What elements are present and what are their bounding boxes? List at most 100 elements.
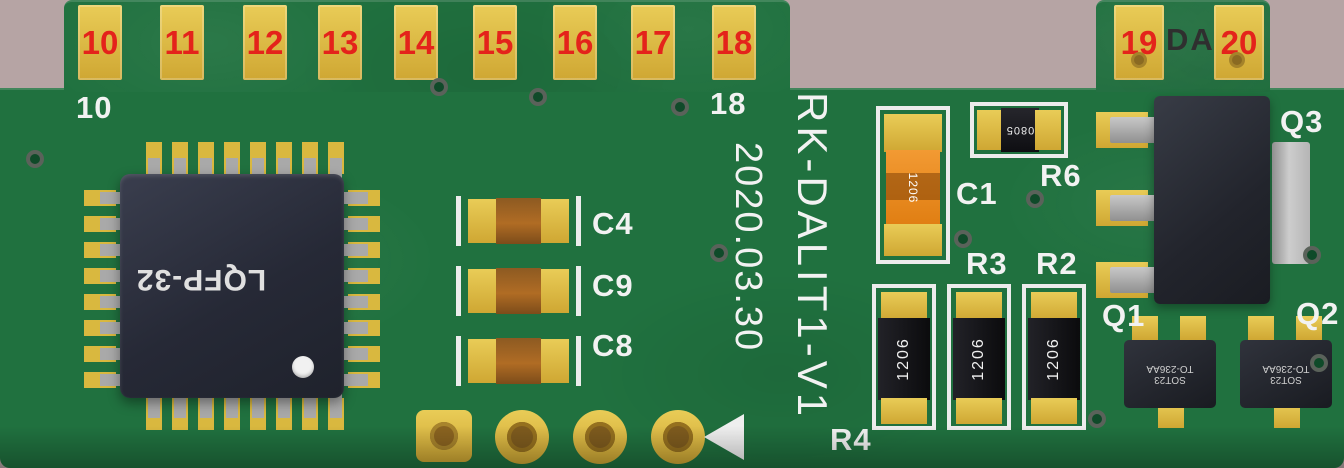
edge-pad-12: 12 [243, 5, 287, 80]
cap-body [496, 198, 541, 244]
cap-pad [468, 269, 498, 313]
pad-20-hole [1229, 52, 1245, 68]
resistor-r4-body-group: 1206 [872, 284, 936, 430]
ref-label-q1: Q1 [1102, 298, 1146, 333]
r6-body: 0805 [1001, 108, 1039, 152]
square-pad [416, 410, 472, 462]
silk-da-label: DA [1166, 22, 1215, 57]
edge-pad-11-number: 11 [164, 23, 200, 61]
edge-pad-15-number: 15 [476, 23, 514, 61]
q1-pad [1132, 316, 1158, 340]
res-pad [956, 292, 1002, 320]
ref-label-q3: Q3 [1280, 104, 1324, 139]
silk-bar [576, 196, 581, 246]
cap-body [496, 268, 541, 314]
q3-lead [1110, 117, 1156, 143]
res-marking: 1206 [895, 337, 912, 381]
via [1303, 246, 1321, 264]
pad-hole [585, 422, 615, 452]
q1-marking: SOT23 TO-236AA [1146, 363, 1193, 385]
q2-marking-line2: TO-236AA [1262, 363, 1310, 374]
silk-board-model: RK-DALIT1-V1 [789, 92, 836, 421]
q1-pad [1180, 316, 1206, 340]
ref-label-c9: C9 [592, 268, 634, 303]
edge-pad-19: 19 [1114, 5, 1164, 80]
capacitor-c1: 1206 [876, 106, 950, 264]
res-pad [1035, 110, 1061, 150]
round-pad-3 [651, 410, 705, 464]
q3-metal-tab [1272, 142, 1310, 264]
cap-pad [468, 339, 498, 383]
round-pad-2 [573, 410, 627, 464]
q1-marking-line1: SOT23 [1154, 374, 1186, 385]
pin1-dot [292, 356, 314, 378]
edge-pad-13-number: 13 [321, 23, 359, 61]
silk-bar [576, 266, 581, 316]
ic-lqfp32-body: LQFP-32 [120, 174, 344, 398]
res-body: 1206 [878, 318, 930, 400]
edge-pad-15: 15 [473, 5, 517, 80]
via [26, 150, 44, 168]
ref-label-r4: R4 [830, 422, 872, 457]
q2-marking-line1: SOT23 [1270, 374, 1302, 385]
silk-bar [576, 336, 581, 386]
ref-label-c8: C8 [592, 328, 634, 363]
res-body: 1206 [953, 318, 1005, 400]
edge-pad-14-number: 14 [397, 23, 435, 61]
edge-pad-20: 20 [1214, 5, 1264, 80]
silk-date: 2020.03.30 [727, 142, 769, 353]
edge-pad-16-number: 16 [556, 23, 594, 61]
ref-label-c1: C1 [956, 176, 998, 211]
capacitor-c9 [456, 266, 581, 316]
silk-bar [456, 196, 461, 246]
q3-lead [1110, 195, 1156, 221]
edge-pad-18-number: 18 [715, 23, 753, 61]
silk-pin18-label: 18 [710, 86, 747, 121]
res-pad [1031, 292, 1077, 320]
silk-bar [456, 336, 461, 386]
c1-band [886, 172, 940, 201]
transistor-q1-body: SOT23 TO-236AA [1124, 340, 1216, 408]
res-marking: 1206 [1045, 337, 1062, 381]
via [1310, 354, 1328, 372]
ref-label-c4: C4 [592, 206, 634, 241]
res-pad [956, 398, 1002, 424]
via [529, 88, 547, 106]
resistor-r2-body-group: 1206 [1022, 284, 1086, 430]
ref-label-r6: R6 [1040, 158, 1082, 193]
via [954, 230, 972, 248]
q3-lead [1110, 267, 1156, 293]
edge-pad-17: 17 [631, 5, 675, 80]
edge-pad-11: 11 [160, 5, 204, 80]
edge-pad-10: 10 [78, 5, 122, 80]
silk-triangle-marker [704, 414, 744, 460]
round-pad-1 [495, 410, 549, 464]
c1-marking: 1206 [906, 172, 920, 204]
cap-pad [539, 339, 569, 383]
cap-pad [468, 199, 498, 243]
pad-hole [663, 422, 693, 452]
ref-label-r2: R2 [1036, 246, 1078, 281]
res-body: 1206 [1028, 318, 1080, 400]
transistor-q3-body [1154, 96, 1270, 304]
resistor-r3-body-group: 1206 [947, 284, 1011, 430]
res-pad [881, 398, 927, 424]
edge-pad-14: 14 [394, 5, 438, 80]
via [1088, 410, 1106, 428]
edge-pad-17-number: 17 [634, 23, 672, 61]
edge-pad-10-number: 10 [81, 23, 119, 61]
res-pad [1031, 398, 1077, 424]
ic-label: LQFP-32 [135, 263, 266, 297]
q2-pad [1296, 316, 1322, 340]
q2-marking: SOT23 TO-236AA [1262, 363, 1309, 385]
resistor-r6: 0805 [970, 102, 1068, 158]
q1-marking-line2: TO-236AA [1146, 363, 1194, 374]
edge-pad-18: 18 [712, 5, 756, 80]
capacitor-c4 [456, 196, 581, 246]
transistor-q2-body: SOT23 TO-236AA [1240, 340, 1332, 408]
capacitor-c8 [456, 336, 581, 386]
via [671, 98, 689, 116]
r6-marking: 0805 [1005, 124, 1035, 136]
via [1026, 190, 1044, 208]
